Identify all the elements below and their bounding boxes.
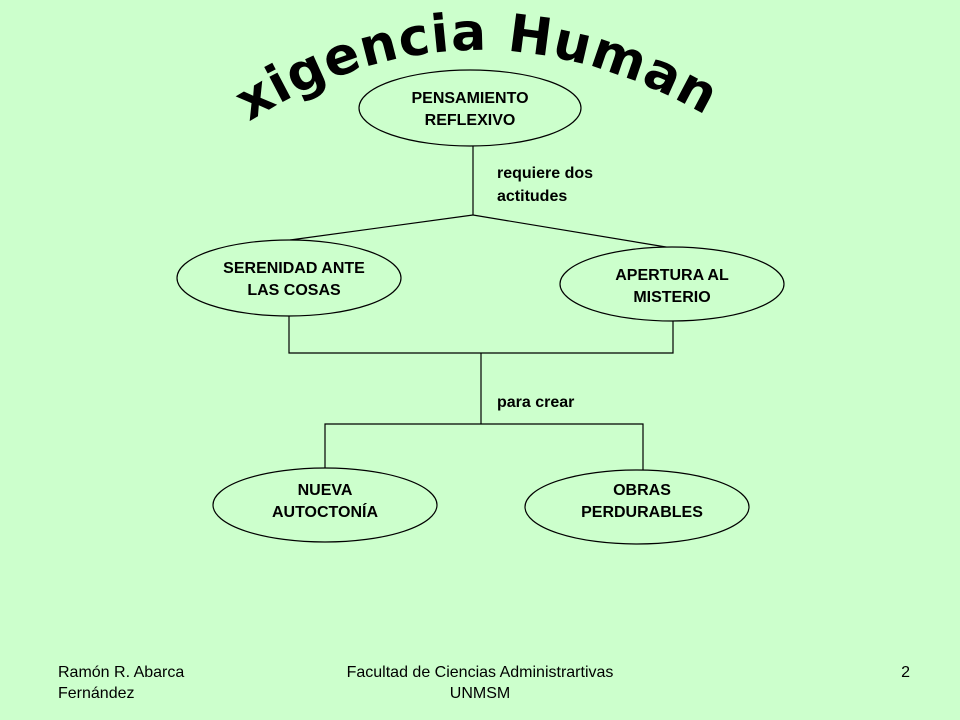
edge-label-requires-line-1: requiere dos [497, 165, 593, 182]
footer-institution: Facultad de Ciencias Administrartivas UN… [346, 664, 614, 702]
node-label-line-2: MISTERIO [633, 289, 710, 306]
edge-label-requires-line-2: actitudes [497, 188, 567, 205]
node-label-line-1: SERENIDAD ANTE [223, 260, 365, 277]
node-label-line-2: AUTOCTONÍA [272, 502, 379, 521]
node-label-line-1: OBRAS [613, 482, 671, 499]
node-label-line-1: PENSAMIENTO [411, 90, 528, 107]
node-label-line-2: LAS COSAS [247, 282, 341, 299]
node-label-line-2: PERDURABLES [581, 504, 703, 521]
node-apertura-al-misterio: APERTURA AL MISTERIO [559, 246, 785, 322]
node-obras-perdurables: OBRAS PERDURABLES [524, 469, 750, 545]
connector-to-left [289, 214, 474, 241]
node-label-line-2: REFLEXIVO [425, 112, 516, 129]
footer-author: Ramón R. Abarca Fernández [58, 664, 185, 702]
connector-join-bracket [288, 316, 674, 354]
node-pensamiento-reflexivo: PENSAMIENTO REFLEXIVO [358, 69, 582, 147]
connector-to-right [472, 214, 673, 249]
node-label-line-1: APERTURA AL [615, 267, 729, 284]
connectors [288, 145, 674, 470]
node-nueva-autoctonia: NUEVA AUTOCTONÍA [212, 467, 438, 543]
edge-label-creates: para crear [497, 394, 574, 411]
node-serenidad-ante-las-cosas: SERENIDAD ANTE LAS COSAS [176, 239, 402, 317]
node-label-line-1: NUEVA [298, 482, 353, 499]
footer-page-number: 2 [901, 664, 910, 681]
connector-split-bracket [324, 423, 644, 470]
